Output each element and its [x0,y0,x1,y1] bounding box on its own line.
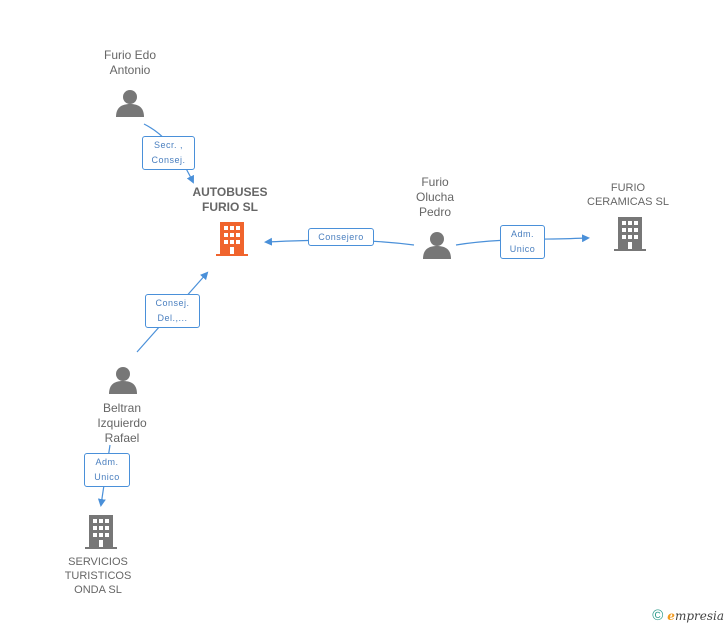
label-line: FURIO SL [202,200,258,214]
edge-label-beltran-servicios[interactable]: Adm. Unico [84,453,130,487]
brand-logo: empresia [667,609,724,623]
label-line: Rafael [104,431,140,445]
label-line: CERAMICAS SL [587,196,669,208]
label-line: Furio [421,175,449,189]
label-line: AUTOBUSES [192,185,268,199]
label-line: Furio Edo [103,48,157,62]
edge-label-edo-autobuses[interactable]: Secr. , Consej. [142,136,195,170]
edge-label-line: Consej. [155,298,190,308]
edge-label-line: Adm. [95,457,119,467]
label-line: SERVICIOS [68,556,128,568]
label-line: FURIO [610,182,646,194]
node-label-furio-ceramicas: FURIO CERAMICAS SL [578,181,678,209]
edge-label-olucha-ceramicas[interactable]: Adm. Unico [500,225,545,259]
label-line: Beltran [102,401,142,415]
brand-rest: mpresia [674,608,724,623]
person-icon[interactable] [116,89,144,117]
edge-label-line: Consejero [318,232,364,242]
label-line: Izquierdo [97,416,147,430]
node-label-autobuses: AUTOBUSES FURIO SL [180,185,280,215]
edge-label-olucha-autobuses[interactable]: Consejero [308,228,374,246]
edge-label-line: Adm. [510,229,534,239]
building-icon-central[interactable] [216,222,248,256]
edge-label-beltran-autobuses[interactable]: Consej. Del.,... [145,294,200,328]
label-line: Antonio [109,63,151,77]
node-label-furio-edo: Furio Edo Antonio [80,48,180,78]
watermark: © empresia [652,607,724,624]
label-line: Pedro [418,205,452,219]
node-label-beltran: Beltran Izquierdo Rafael [72,401,172,446]
node-label-servicios: SERVICIOS TURISTICOS ONDA SL [48,555,148,597]
edge-label-line: Consej. [151,155,186,165]
edge-label-line: Unico [94,472,120,482]
person-icon[interactable] [109,366,137,394]
edge-label-line: Unico [509,244,536,254]
building-icon[interactable] [614,217,646,251]
edge-label-line: Secr. , [153,140,183,150]
person-icon[interactable] [423,231,451,259]
label-line: TURISTICOS [64,570,132,582]
brand-initial: e [667,608,675,623]
building-icon[interactable] [85,515,117,549]
label-line: Olucha [415,190,455,204]
label-line: ONDA SL [74,584,122,596]
node-label-furio-olucha: Furio Olucha Pedro [395,175,475,220]
edge-label-line: Del.,... [157,313,188,323]
copyright-icon: © [652,607,664,624]
